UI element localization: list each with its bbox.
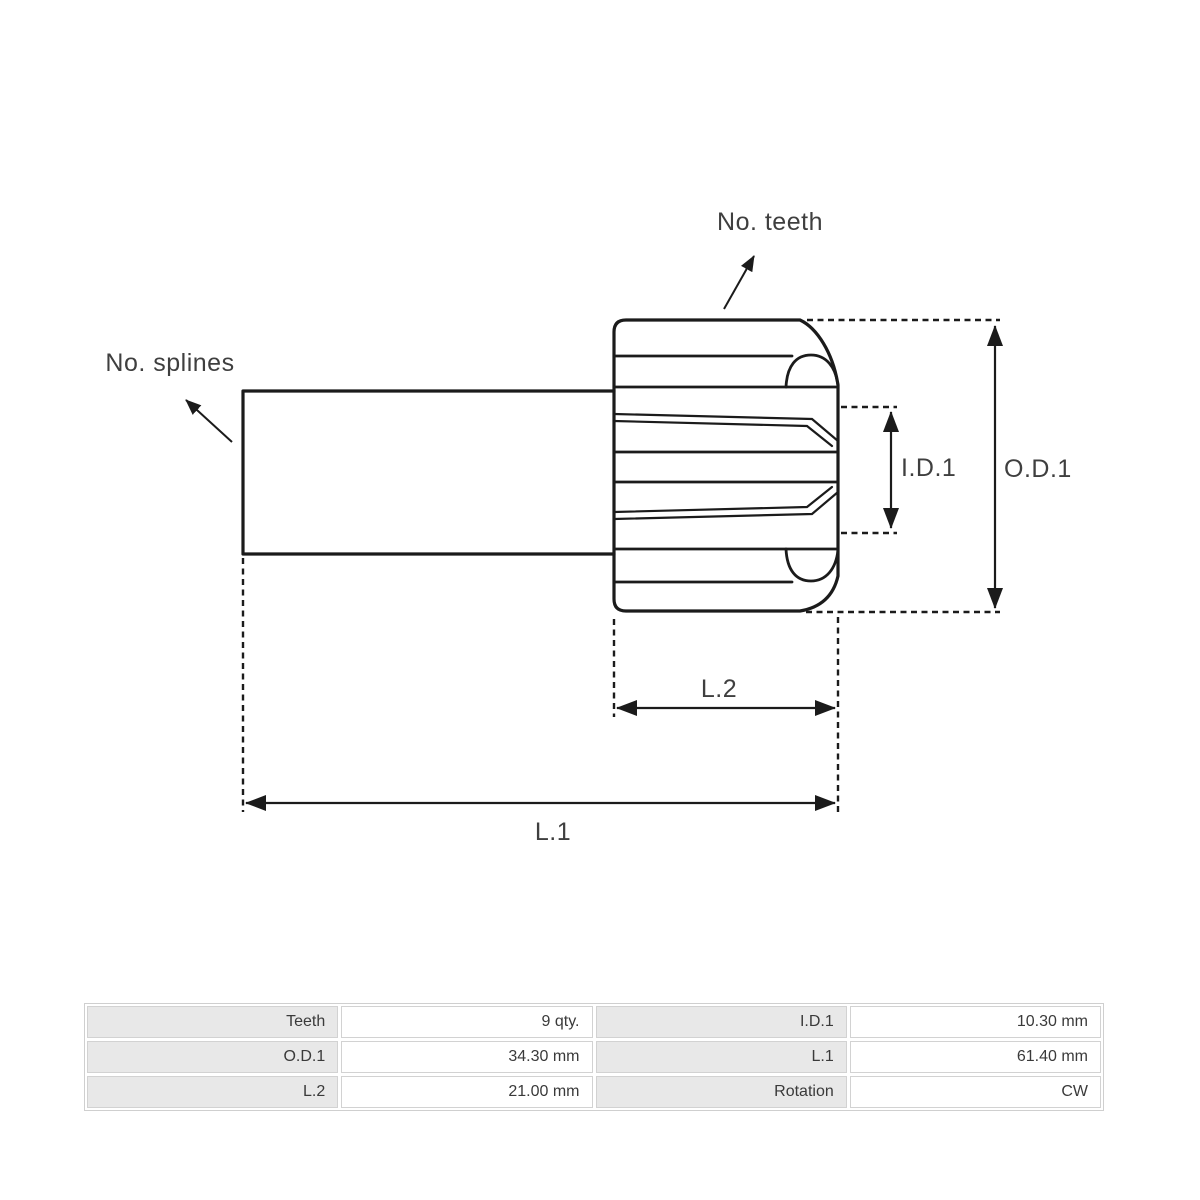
dimension-l2: L.2 <box>616 675 836 716</box>
id1-label: I.D.1 <box>901 454 956 482</box>
dimension-id1: I.D.1 <box>883 411 956 529</box>
spec-id1-label: I.D.1 <box>595 1006 847 1038</box>
l1-label: L.1 <box>535 818 571 846</box>
spec-table: Teeth 9 qty. I.D.1 10.30 mm O.D.1 34.30 … <box>84 1003 1104 1111</box>
gear-tooth-round-bottom <box>784 547 840 583</box>
callout-no-splines: No. splines <box>105 349 234 443</box>
l2-label: L.2 <box>701 675 737 703</box>
spec-l1-label: L.1 <box>595 1041 847 1073</box>
callout-no-teeth: No. teeth <box>717 208 823 310</box>
spec-l1-value: 61.40 mm <box>849 1041 1101 1073</box>
spec-l2-value: 21.00 mm <box>341 1076 593 1108</box>
gear-helical-tooth-lower <box>612 485 834 514</box>
spec-teeth-label: Teeth <box>87 1006 339 1038</box>
extension-lines <box>241 318 1000 812</box>
gear-tooth-round-top <box>784 353 840 389</box>
spec-rotation-value: CW <box>849 1076 1101 1108</box>
dimension-l1: L.1 <box>245 795 836 846</box>
spec-l2-label: L.2 <box>87 1076 339 1108</box>
gear-outline <box>612 318 840 613</box>
od1-label: O.D.1 <box>1004 455 1072 483</box>
spec-rotation-label: Rotation <box>595 1076 847 1108</box>
pinion-gear <box>612 318 840 613</box>
dimension-od1: O.D.1 <box>987 325 1072 609</box>
gear-helical-tooth-upper <box>612 412 840 443</box>
no-splines-label: No. splines <box>105 349 234 377</box>
spline-shaft <box>241 389 616 556</box>
no-teeth-label: No. teeth <box>717 208 823 236</box>
spec-od1-label: O.D.1 <box>87 1041 339 1073</box>
spec-od1-value: 34.30 mm <box>341 1041 593 1073</box>
spec-id1-value: 10.30 mm <box>849 1006 1101 1038</box>
spec-teeth-value: 9 qty. <box>341 1006 593 1038</box>
